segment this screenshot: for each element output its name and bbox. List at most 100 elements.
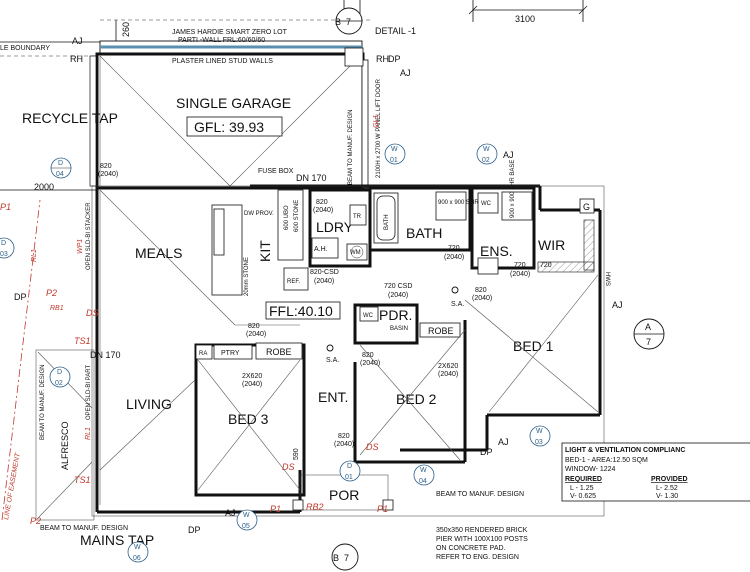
tr-label: TR [353,214,362,220]
ensuite: ENS. WC 900 x 900 SHR BASE WIR G HWS [470,160,610,286]
compliance-col-provided: PROVIDED [651,476,688,483]
robe-b-label: ROBE [428,326,454,336]
bath-label: BATH [406,225,442,241]
ref-w05[interactable]: W 05 [236,509,258,531]
garage: SINGLE GARAGE GFL: 39.93 2100H x 2700 W … [95,52,382,190]
a7-letter: A [645,322,651,332]
ref-d01[interactable]: D 01 [339,460,361,482]
b7-bottom-letter: B [333,553,339,563]
entry-label: ENT. [318,389,348,405]
door-h-6: (2040) [510,271,530,278]
fuse-box-label: FUSE BOX [258,168,294,175]
door-720-5: 720 [448,245,460,252]
stone-label: 600 STONE [294,200,300,232]
w04-letter: W [420,467,427,474]
ref-d03[interactable]: D 03 [0,237,15,259]
garage-label: SINGLE GARAGE [176,95,291,111]
ds-tag-1: DS [86,308,99,318]
ts1-tag-2: TS1 [74,475,91,485]
side-boundary-label: LE BOUNDARY [0,45,50,52]
w04-num: 04 [419,478,427,485]
detail-label: DETAIL -1 [375,26,416,36]
dp-tag-4: DP [480,447,493,457]
w03-letter: W [536,428,543,435]
door-h-11: (2040) [438,371,458,378]
ds-tag-2: DS [366,442,379,452]
w03-num: 03 [535,439,543,446]
smoke-alarm-2: S.A. [326,357,339,364]
floor-level: FFL:40.10 [269,303,333,319]
ts1-tag-1: TS1 [74,336,91,346]
door-tags: 820 (2040) 820 (2040) 820-CSD (2040) 720… [98,163,552,448]
zero-lot-note: JAMES HARDIE SMART ZERO LOT [172,29,288,36]
section-marker-b7-bottom[interactable]: B 7 [331,543,359,571]
wir-label: WIR [538,237,565,253]
g-label: G [583,202,590,212]
dw-label: DW PROV. [244,211,274,217]
w06-num: 06 [133,555,141,562]
section-marker-a7[interactable]: A 7 [633,318,665,350]
ref-w02[interactable]: W 02 [476,143,498,165]
door-h-10: (2040) [360,360,380,367]
aj-tag-2: AJ [400,68,411,78]
compliance-window: WINDOW- 1224 [565,466,616,473]
d04-num: 04 [56,171,64,178]
porch-label: POR [329,487,359,503]
w01-num: 01 [390,157,398,164]
ds-tag-3: DS [282,462,295,472]
door-csd-3: 820-CSD [310,269,339,276]
ref-d02[interactable]: D 02 [49,366,71,388]
ref-w06[interactable]: W 06 [127,541,149,563]
open-stacker-note: OPEN SLD-BI STACKER [86,202,92,270]
door-820-12: 820 [338,433,350,440]
aj-tag-7: AJ [503,150,514,160]
pier-note-2: PIER WITH 100X100 POSTS [436,536,528,543]
compliance-table: LIGHT & VENTILATION COMPLIANC BED-1 - AR… [561,442,750,502]
w06-letter: W [134,544,141,551]
basin-label: BASIN [390,326,408,332]
pantry-label: PTRY [221,350,240,357]
alfresco-label: ALFRESCO [60,421,70,470]
beam-bottom-left-note: BEAM TO MANUF. DESIGN [40,525,128,532]
kitchen: DW PROV. KIT 20mm STONE 600 UBO 600 STON… [211,168,309,296]
w02-num: 02 [482,157,490,164]
gl1-tag: GL1 [373,115,380,128]
powder-room: PDR. WC BASIN [353,303,419,345]
door-820-1: 820 [100,163,112,170]
parti-wall-note: PARTI -WALL FRL:60/60/60 [178,37,265,44]
ra-label: RA [199,351,207,357]
door-csd-4: 720 CSD [384,283,412,290]
robe-a-label: ROBE [266,347,292,357]
aj-tag-3: AJ [612,300,623,310]
top-dimension-label: 3100 [515,14,535,24]
w02-letter: W [483,146,490,153]
living-label: LIVING [126,396,172,412]
parti-wall: JAMES HARDIE SMART ZERO LOT PARTI -WALL … [99,29,363,65]
bathroom: BATH BATH 900 x 900 SHR BASE [368,186,496,252]
door-h-1: (2040) [98,171,118,178]
compliance-area: BED-1 - AREA:12.50 SQM [565,457,648,464]
aj-tag-6: AJ [225,508,236,518]
section-marker-b7-top[interactable]: B 7 [335,7,363,35]
bed2-label: BED 2 [396,391,437,407]
a7-num: 7 [646,337,651,347]
ref-w04[interactable]: W 04 [413,464,435,486]
p2-tag-2: P2 [30,516,41,526]
ref-w01[interactable]: W 01 [384,143,406,165]
compliance-l-required: L - 1.25 [570,485,594,492]
ref-d04[interactable]: D 04 [50,157,72,179]
d03-letter: D [1,240,6,247]
downpipe-1: DN 170 [296,173,327,183]
top-dimension: 3100 [468,0,588,24]
porch: POR 590 [292,448,394,511]
kitchen-label: KIT [257,240,273,262]
beam-top-note: BEAM TO MANUF. DESIGN [348,110,354,185]
door-820-2: 820 [316,199,328,206]
pier-note-3: ON CONCRETE PAD. [436,545,506,552]
ref-w03[interactable]: W 03 [529,425,551,447]
rh-tag-2: RH [376,54,389,64]
recycle-tap-label: RECYCLE TAP [22,110,118,126]
downpipe-2: DN 170 [90,350,121,360]
pdr-label: PDR. [379,307,412,323]
